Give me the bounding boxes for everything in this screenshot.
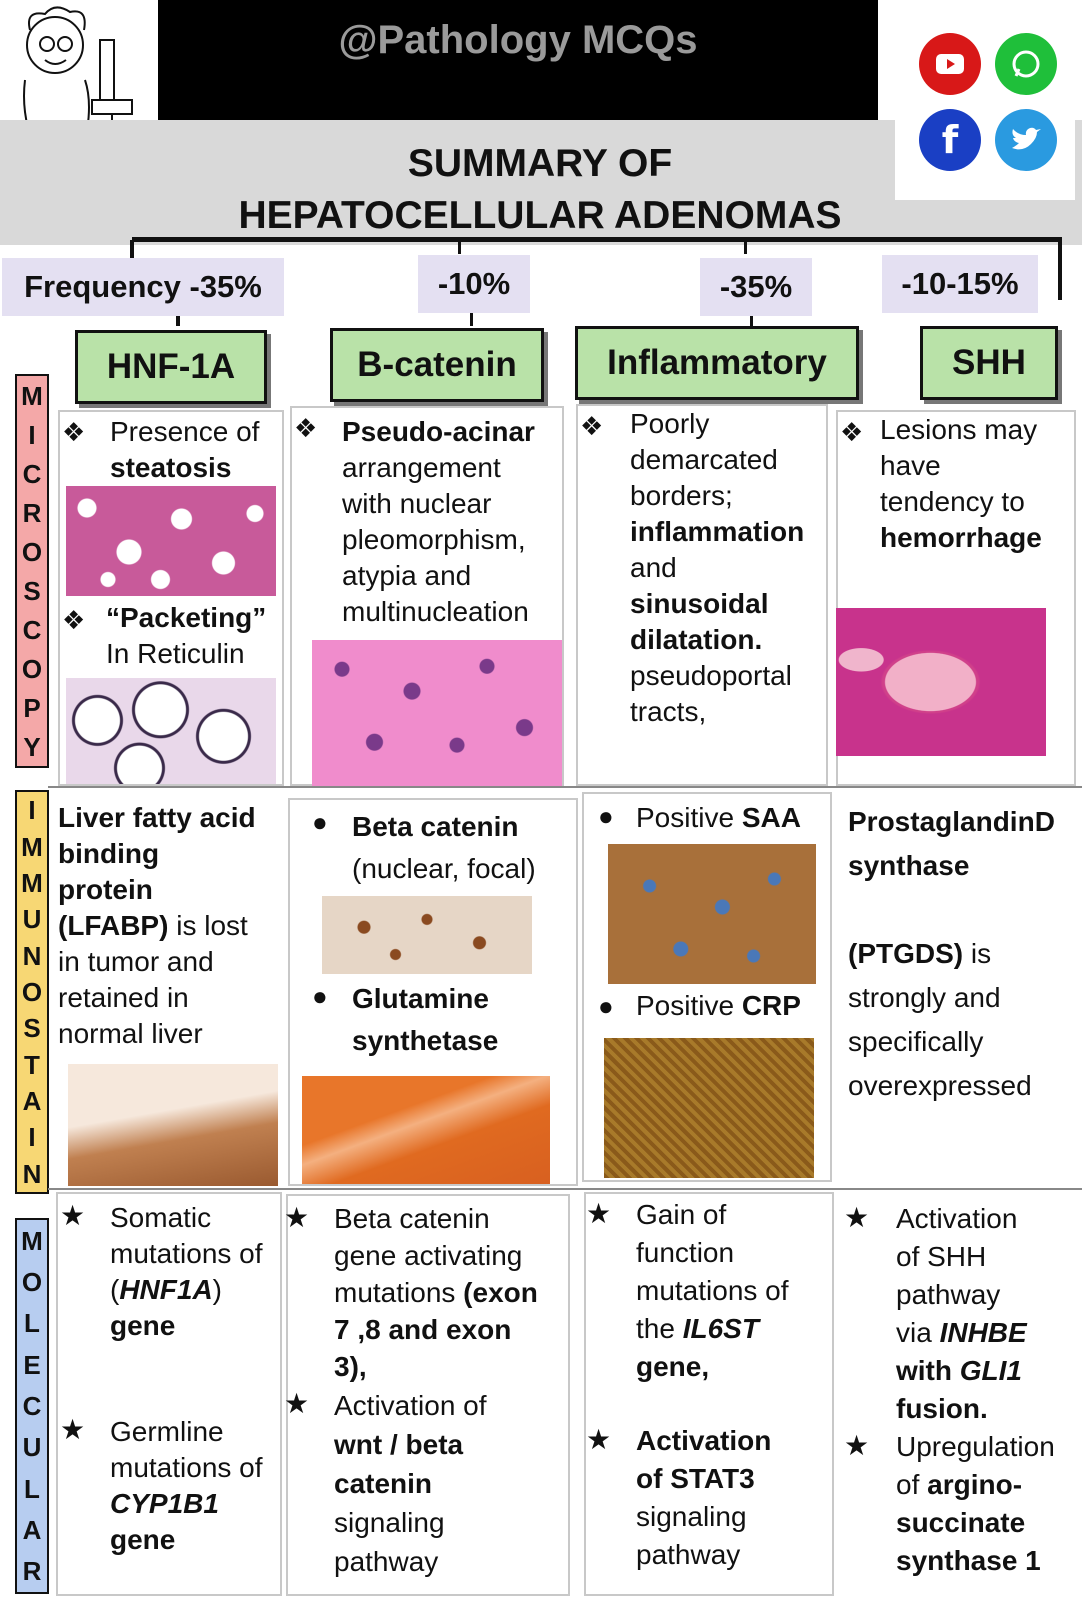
star-bullet-icon: ★	[844, 1202, 870, 1233]
header-bar	[158, 0, 878, 120]
beta-catenin-stain-image	[322, 896, 532, 974]
star-bullet-icon: ★	[586, 1424, 612, 1455]
molecular-shh-text1: Activation of SHH pathway via INHBE with…	[896, 1203, 1027, 1424]
tree-connector	[1058, 240, 1062, 300]
microscopy-hnf1a-text1: Presence of steatosis	[110, 416, 260, 483]
microscopy-bcatenin-cell: ❖ Pseudo-acinar arrangement with nuclear…	[290, 406, 564, 786]
immuno-bcatenin-text2: Glutamine synthetase	[352, 983, 499, 1056]
channel-handle: @Pathology MCQs	[338, 18, 698, 62]
tree-connector	[130, 240, 134, 260]
section-divider	[48, 786, 1082, 788]
steatosis-histology-image	[66, 486, 276, 596]
frequency-shh: -10-15%	[882, 255, 1038, 313]
molecular-hnf1a-text2: Germline mutations of CYP1B1 gene	[110, 1416, 263, 1555]
glutamine-synthetase-stain-image	[302, 1076, 550, 1184]
social-links: f	[895, 15, 1075, 200]
star-bullet-icon: ★	[60, 1200, 86, 1231]
bullet-dot-icon: ●	[598, 801, 614, 831]
youtube-icon[interactable]	[919, 33, 981, 95]
frequency-hnf1a: Frequency -35%	[2, 258, 284, 316]
diamond-bullet-icon: ❖	[62, 605, 86, 635]
microscopy-shh-text: Lesions may have tendency to hemorrhage	[880, 414, 1042, 553]
diamond-bullet-icon: ❖	[580, 411, 604, 441]
molecular-bcatenin-cell: ★ Beta catenin gene activating mutations…	[284, 1194, 570, 1596]
immuno-inflammatory-cell: ● Positive SAA ● Positive CRP	[582, 792, 832, 1182]
immuno-shh-cell: ProstaglandinD synthase (PTGDS) is stron…	[840, 794, 1076, 1186]
tree-connector	[458, 240, 461, 254]
star-bullet-icon: ★	[586, 1198, 612, 1229]
bullet-dot-icon: ●	[312, 807, 328, 837]
immuno-hnf1a-cell: Liver fatty acid binding protein (LFABP)…	[50, 792, 284, 1188]
molecular-inflammatory-text2: Activation of STAT3 signaling pathway	[636, 1425, 772, 1570]
type-bcatenin: B-catenin	[330, 328, 544, 402]
crp-stain-image	[604, 1038, 814, 1178]
immuno-bcatenin-text1: Beta catenin (nuclear, focal)	[352, 811, 536, 884]
saa-stain-image	[608, 844, 816, 984]
whatsapp-icon[interactable]	[995, 33, 1057, 95]
tree-connector	[470, 312, 473, 326]
tree-connector	[132, 237, 1062, 242]
molecular-inflammatory-cell: ★ Gain of function mutations of the IL6S…	[584, 1192, 834, 1596]
type-shh: SHH	[920, 326, 1058, 400]
bullet-dot-icon: ●	[312, 981, 328, 1011]
frequency-bcatenin: -10%	[418, 255, 530, 313]
type-inflammatory: Inflammatory	[575, 326, 859, 400]
tree-connector	[744, 240, 747, 254]
star-bullet-icon: ★	[60, 1414, 86, 1445]
diamond-bullet-icon: ❖	[294, 413, 318, 443]
molecular-bcatenin-text2: Activation of wnt / beta catenin signali…	[334, 1390, 487, 1577]
immuno-shh-text: ProstaglandinD synthase (PTGDS) is stron…	[848, 806, 1055, 1101]
microscopy-bcatenin-text: Pseudo-acinar arrangement with nuclear p…	[342, 416, 535, 627]
pseudoacinar-histology-image	[312, 640, 562, 786]
star-bullet-icon: ★	[284, 1202, 310, 1233]
microscopy-hnf1a-text2: “Packeting” In Reticulin	[106, 602, 267, 669]
lfabp-stain-image	[68, 1064, 278, 1186]
molecular-hnf1a-text1: Somatic mutations of (HNF1A) gene	[110, 1202, 263, 1341]
hemorrhage-histology-image	[836, 608, 1046, 756]
type-hnf1a: HNF-1A	[75, 330, 267, 404]
reticulin-histology-image	[66, 678, 276, 784]
immuno-hnf1a-text: Liver fatty acid binding protein (LFABP)…	[58, 802, 256, 1049]
microscopy-inflammatory-cell: ❖ Poorly demarcated borders; inflammatio…	[576, 404, 828, 786]
diamond-bullet-icon: ❖	[62, 417, 86, 447]
immuno-saa-text: Positive SAA	[636, 802, 801, 833]
twitter-icon[interactable]	[995, 109, 1057, 171]
microscopy-shh-cell: ❖ Lesions may have tendency to hemorrhag…	[836, 410, 1076, 786]
molecular-shh-cell: ★ Activation of SHH pathway via INHBE wi…	[840, 1194, 1076, 1596]
molecular-hnf1a-cell: ★ Somatic mutations of (HNF1A) gene ★ Ge…	[56, 1192, 282, 1596]
frequency-inflammatory: -35%	[700, 258, 812, 316]
molecular-shh-text2: Upregulation of argino- succinate syntha…	[896, 1431, 1055, 1576]
bullet-dot-icon: ●	[598, 991, 614, 1021]
immuno-crp-text: Positive CRP	[636, 990, 801, 1021]
immuno-bcatenin-cell: ● Beta catenin (nuclear, focal) ● Glutam…	[288, 798, 578, 1186]
tree-connector	[176, 312, 180, 326]
diamond-bullet-icon: ❖	[840, 417, 864, 447]
molecular-bcatenin-text1: Beta catenin gene activating mutations (…	[334, 1203, 538, 1382]
facebook-icon[interactable]: f	[919, 109, 981, 171]
microscopy-inflammatory-text: Poorly demarcated borders; inflammation …	[630, 408, 805, 727]
page-title: SUMMARY OF HEPATOCELLULAR ADENOMAS	[238, 142, 842, 237]
microscopy-hnf1a-cell: ❖ Presence of steatosis ❖ “Packeting” In…	[58, 410, 284, 786]
section-divider	[48, 1188, 1082, 1190]
tree-connector	[750, 312, 753, 326]
molecular-inflammatory-text1: Gain of function mutations of the IL6ST …	[636, 1199, 789, 1382]
star-bullet-icon: ★	[284, 1388, 310, 1419]
star-bullet-icon: ★	[844, 1430, 870, 1461]
